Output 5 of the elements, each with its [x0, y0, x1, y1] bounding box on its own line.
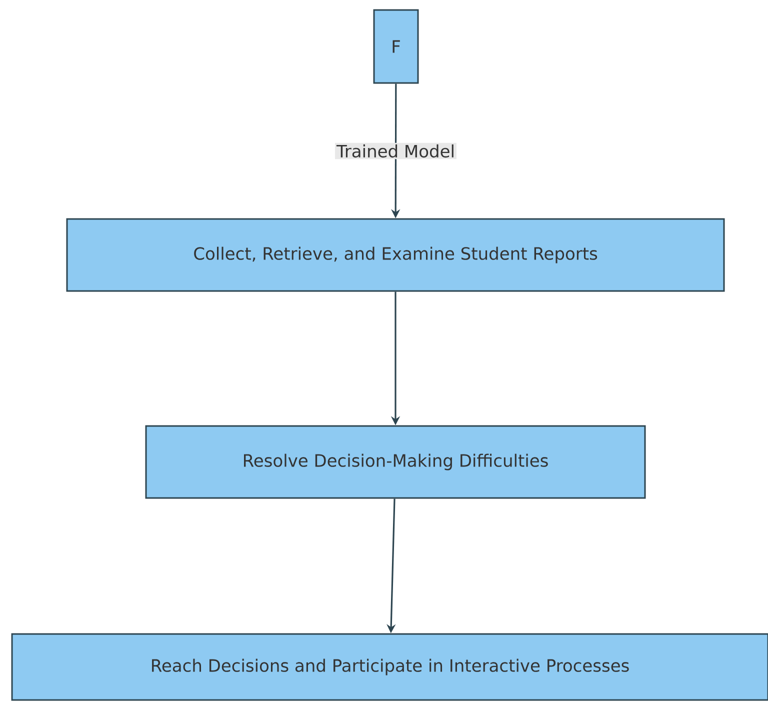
process-box: Collect, Retrieve, and Examine Student Reports [66, 218, 725, 292]
process-box: Reach Decisions and Participate in Interactive Processes [11, 633, 768, 701]
process-box: F [373, 9, 419, 84]
process-box: Resolve Decision-Making Difficulties [145, 425, 646, 499]
edge-label: Trained Model [336, 144, 454, 158]
